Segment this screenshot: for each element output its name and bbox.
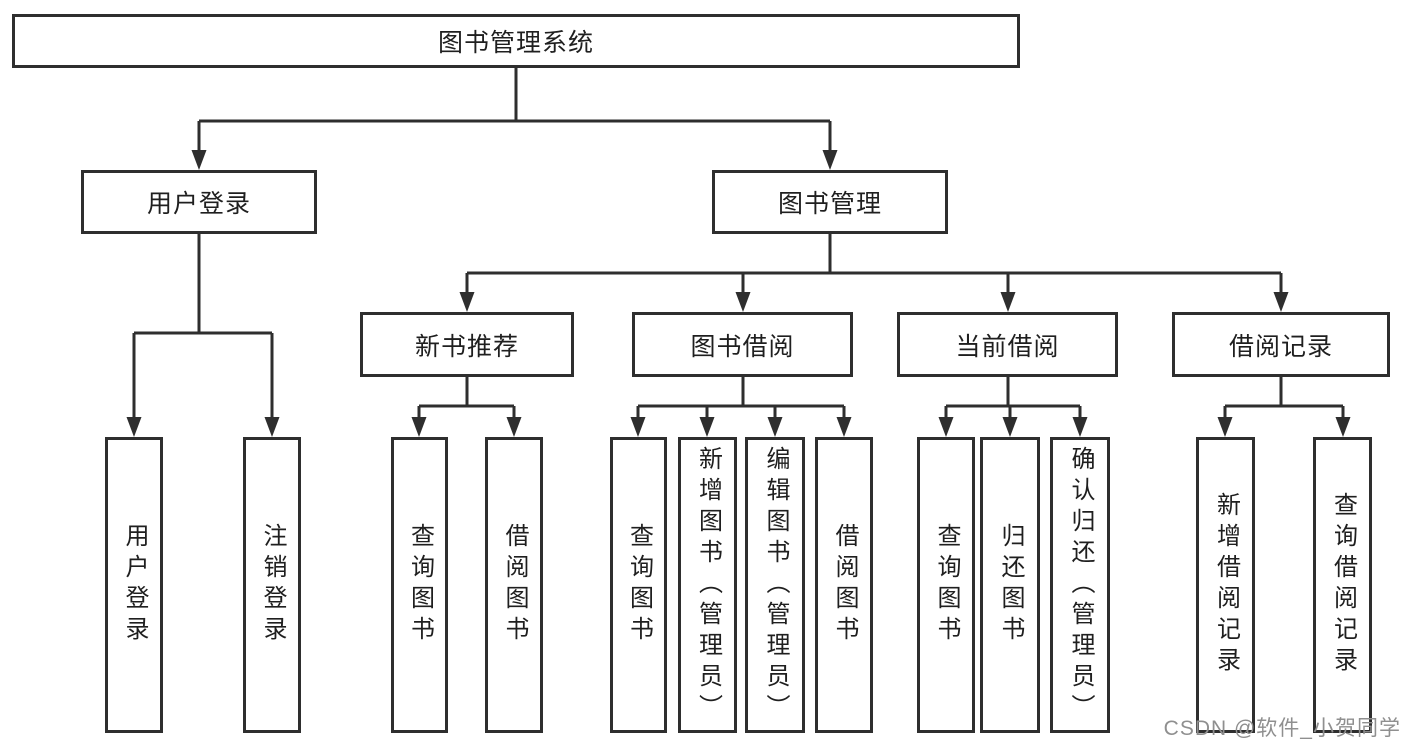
node-leaf-borrow-books-recommend: 借阅图书 bbox=[485, 437, 543, 733]
node-user-login: 用户登录 bbox=[81, 170, 317, 234]
node-label: 借阅图书 bbox=[501, 523, 528, 647]
node-leaf-user-login: 用户登录 bbox=[105, 437, 163, 733]
node-label: 用户登录 bbox=[146, 190, 251, 218]
node-leaf-add-borrow-record: 新增借阅记录 bbox=[1196, 437, 1255, 733]
node-new-book-recommend: 新书推荐 bbox=[360, 312, 574, 377]
connector-root-to-level2 bbox=[191, 68, 838, 170]
node-label: 归还图书 bbox=[997, 523, 1024, 647]
node-label: 图书借阅 bbox=[690, 332, 795, 361]
node-label: 注销登录 bbox=[259, 523, 286, 647]
node-library-system: 图书管理系统 bbox=[12, 14, 1020, 68]
node-label: 借阅图书 bbox=[831, 523, 858, 647]
node-leaf-query-books-recommend: 查询图书 bbox=[391, 437, 448, 733]
node-borrow-records: 借阅记录 bbox=[1172, 312, 1390, 377]
node-leaf-query-books-borrow: 查询图书 bbox=[610, 437, 667, 733]
node-leaf-query-borrow-record: 查询借阅记录 bbox=[1313, 437, 1372, 733]
node-label: 确认归还（管理员） bbox=[1067, 445, 1094, 725]
node-leaf-return-book: 归还图书 bbox=[980, 437, 1040, 733]
node-label: 新增借阅记录 bbox=[1212, 492, 1240, 678]
node-label: 图书管理 bbox=[777, 190, 882, 218]
node-label: 图书管理系统 bbox=[437, 29, 594, 57]
connector-management-to-level3 bbox=[459, 234, 1289, 312]
node-label: 新书推荐 bbox=[414, 332, 519, 361]
node-leaf-add-book-admin: 新增图书（管理员） bbox=[678, 437, 737, 733]
node-leaf-borrow-books: 借阅图书 bbox=[815, 437, 873, 733]
connector-recommend-to-leaves bbox=[411, 377, 522, 437]
node-leaf-logout: 注销登录 bbox=[243, 437, 301, 733]
node-label: 查询借阅记录 bbox=[1329, 492, 1357, 678]
node-label: 查询图书 bbox=[406, 523, 434, 647]
connector-current-to-leaves bbox=[938, 377, 1088, 437]
node-book-borrow: 图书借阅 bbox=[632, 312, 853, 377]
connector-borrow-to-leaves bbox=[630, 377, 852, 437]
node-leaf-confirm-return-admin: 确认归还（管理员） bbox=[1050, 437, 1110, 733]
node-label: 编辑图书（管理员） bbox=[762, 445, 789, 725]
connector-records-to-leaves bbox=[1217, 377, 1351, 437]
node-label: 新增图书（管理员） bbox=[694, 445, 722, 725]
node-leaf-edit-book-admin: 编辑图书（管理员） bbox=[745, 437, 805, 733]
csdn-watermark: CSDN @软件_小贺同学 bbox=[1163, 717, 1401, 740]
node-label: 查询图书 bbox=[625, 523, 653, 647]
node-leaf-query-books-current: 查询图书 bbox=[917, 437, 975, 733]
node-label: 用户登录 bbox=[121, 523, 148, 647]
connector-login-to-leaves bbox=[126, 234, 280, 437]
node-label: 当前借阅 bbox=[955, 332, 1060, 361]
node-label: 借阅记录 bbox=[1228, 332, 1333, 361]
node-book-management: 图书管理 bbox=[712, 170, 948, 234]
node-current-borrow: 当前借阅 bbox=[897, 312, 1118, 377]
node-label: 查询图书 bbox=[933, 523, 960, 647]
